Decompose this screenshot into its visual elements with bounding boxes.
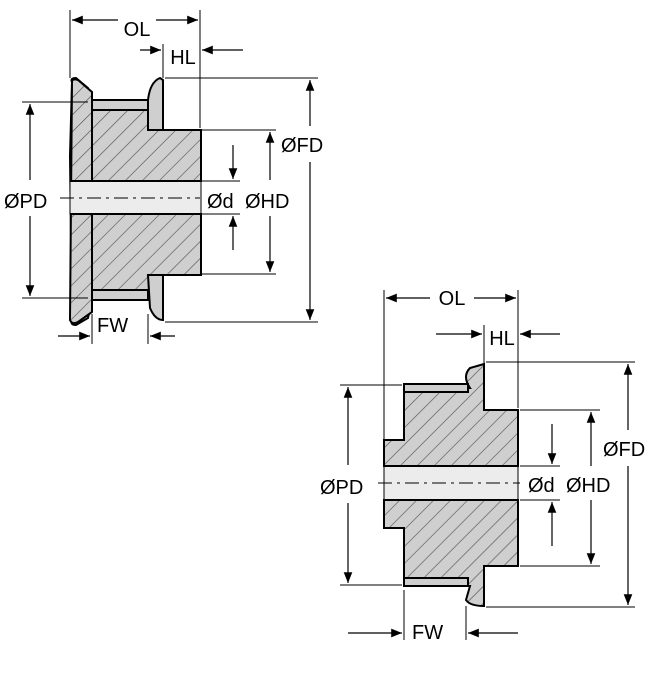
pulley-1-pd-label: ØPD — [4, 191, 47, 213]
pulley-1-d-label: Ød — [207, 191, 234, 213]
pulley-2-hd-label: ØHD — [566, 475, 610, 497]
pulley-1-hl-label: HL — [170, 47, 196, 69]
pulley-1-ol-label: OL — [124, 19, 151, 41]
pulley-1-body — [68, 76, 202, 327]
pulley-1: OL HL ØFD ØHD Ød ØPD FW — [4, 10, 323, 344]
pulley-2-ol-label: OL — [439, 288, 466, 310]
pulley-1-fw-label: FW — [97, 315, 128, 337]
pulley-2-hl-label: HL — [489, 328, 515, 350]
pulley-1-hd-label: ØHD — [245, 191, 289, 213]
pulley-2-fd-label: ØFD — [603, 439, 645, 461]
pulley-2: OL HL ØFD ØHD Ød ØPD FW — [320, 288, 645, 644]
pulley-2-d-label: Ød — [528, 475, 555, 497]
pulley-2-pd-label: ØPD — [320, 477, 363, 499]
pulley-2-body — [383, 362, 519, 608]
pulley-1-fd-label: ØFD — [281, 135, 323, 157]
pulley-2-fw-label: FW — [412, 622, 443, 644]
